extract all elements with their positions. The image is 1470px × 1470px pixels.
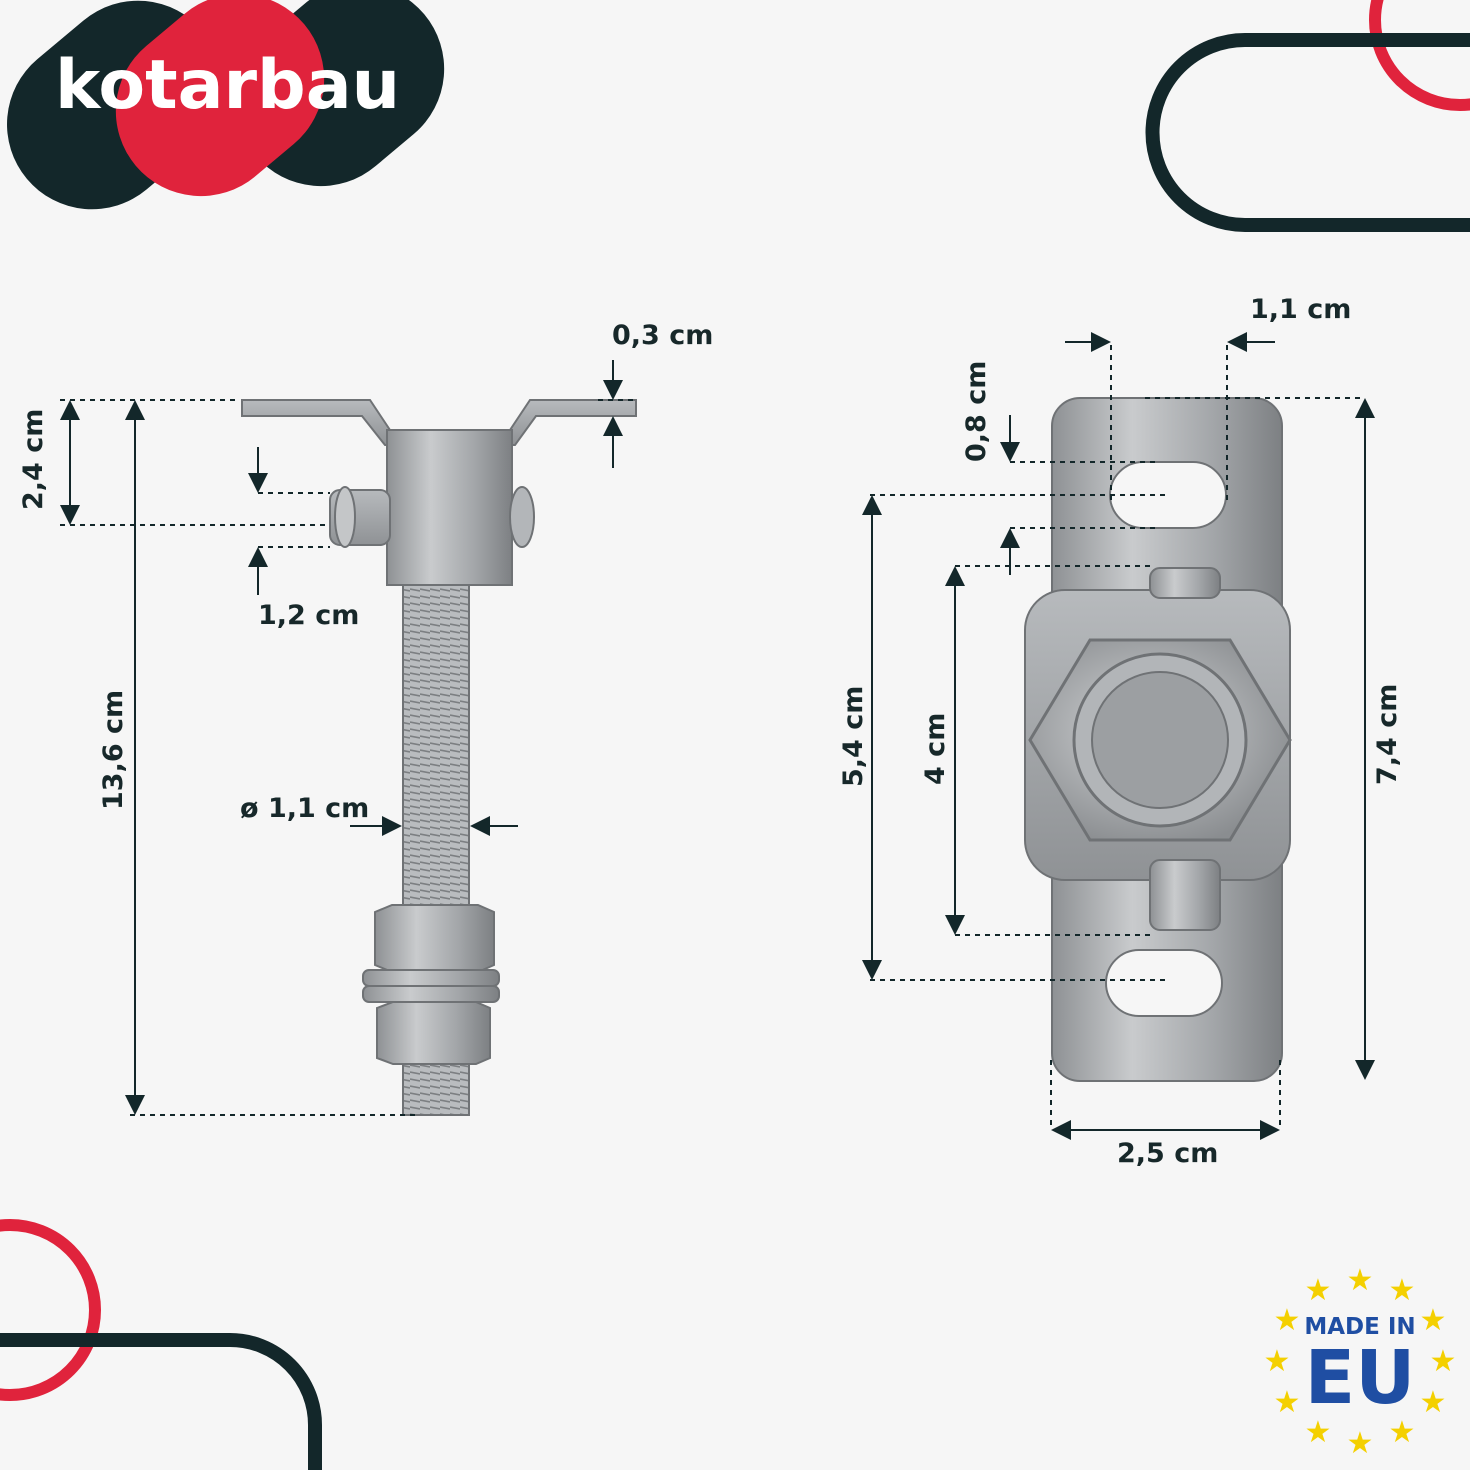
badge-made-in: MADE IN [1304,1314,1415,1340]
decor-top-right [1145,0,1470,232]
made-in-eu-badge: ★ ★ ★ ★ ★ ★ ★ ★ ★ ★ ★ ★ MADE IN EU [1264,1263,1457,1461]
hinge-side-view [241,399,637,1116]
hinge-block [386,429,513,586]
eu-star-icon: ★ [1274,1385,1301,1420]
label-total-height: 7,4 cm [1372,684,1403,785]
label-hole-spacing: 5,4 cm [838,686,869,787]
hinge-front-view [1024,397,1292,1082]
dimensions-side [60,360,636,1116]
dimensions-front [862,332,1375,1140]
hinge-pin-right [509,486,535,548]
slot-top [1109,461,1227,529]
badge-eu: EU [1305,1335,1416,1421]
eu-star-icon: ★ [1389,1273,1416,1308]
decor-dark-pill-top [1145,33,1470,232]
knuckle-top [1149,567,1221,599]
label-total-length: 13,6 cm [98,690,129,810]
eu-star-icon: ★ [1305,1273,1332,1308]
eu-star-icon: ★ [1305,1415,1332,1450]
decor-red-arc-bottom [0,1219,101,1401]
eu-star-icon: ★ [1274,1303,1301,1338]
upper-nut [374,904,495,973]
hinge-pin-washer [334,486,356,548]
label-inner-height: 4 cm [920,713,951,785]
washer-1 [362,969,500,987]
decor-bottom-left [0,1219,322,1470]
label-plate-width: 2,5 cm [1117,1138,1218,1169]
knuckle-bottom [1149,859,1221,931]
label-slot-offset: 0,8 cm [961,361,992,462]
decor-dark-pill-bottom [0,1333,322,1470]
eu-star-icon: ★ [1430,1344,1457,1379]
eu-star-icon: ★ [1389,1415,1416,1450]
label-slot-width: 1,1 cm [1250,294,1351,325]
lower-nut [376,1001,491,1065]
eu-star-icon: ★ [1347,1426,1374,1461]
label-pin-height: 1,2 cm [258,600,359,631]
brand-logo: kotarbau [7,0,445,210]
eu-star-icon: ★ [1264,1344,1291,1379]
logo-pill-red [115,0,325,197]
decor-red-arc-top [1369,0,1470,111]
logo-text: kotarbau [55,46,400,125]
washer-2 [362,985,500,1003]
eu-star-ring: ★ ★ ★ ★ ★ ★ ★ ★ ★ ★ ★ ★ [1264,1263,1457,1461]
label-thread-diameter: ø 1,1 cm [240,793,369,824]
label-plate-thickness: 0,3 cm [612,320,713,351]
slot-bottom [1105,949,1223,1017]
eu-star-icon: ★ [1347,1263,1374,1298]
eu-star-icon: ★ [1420,1303,1447,1338]
label-top-height: 2,4 cm [18,409,49,510]
rod-end [1091,671,1229,809]
eu-star-icon: ★ [1420,1385,1447,1420]
